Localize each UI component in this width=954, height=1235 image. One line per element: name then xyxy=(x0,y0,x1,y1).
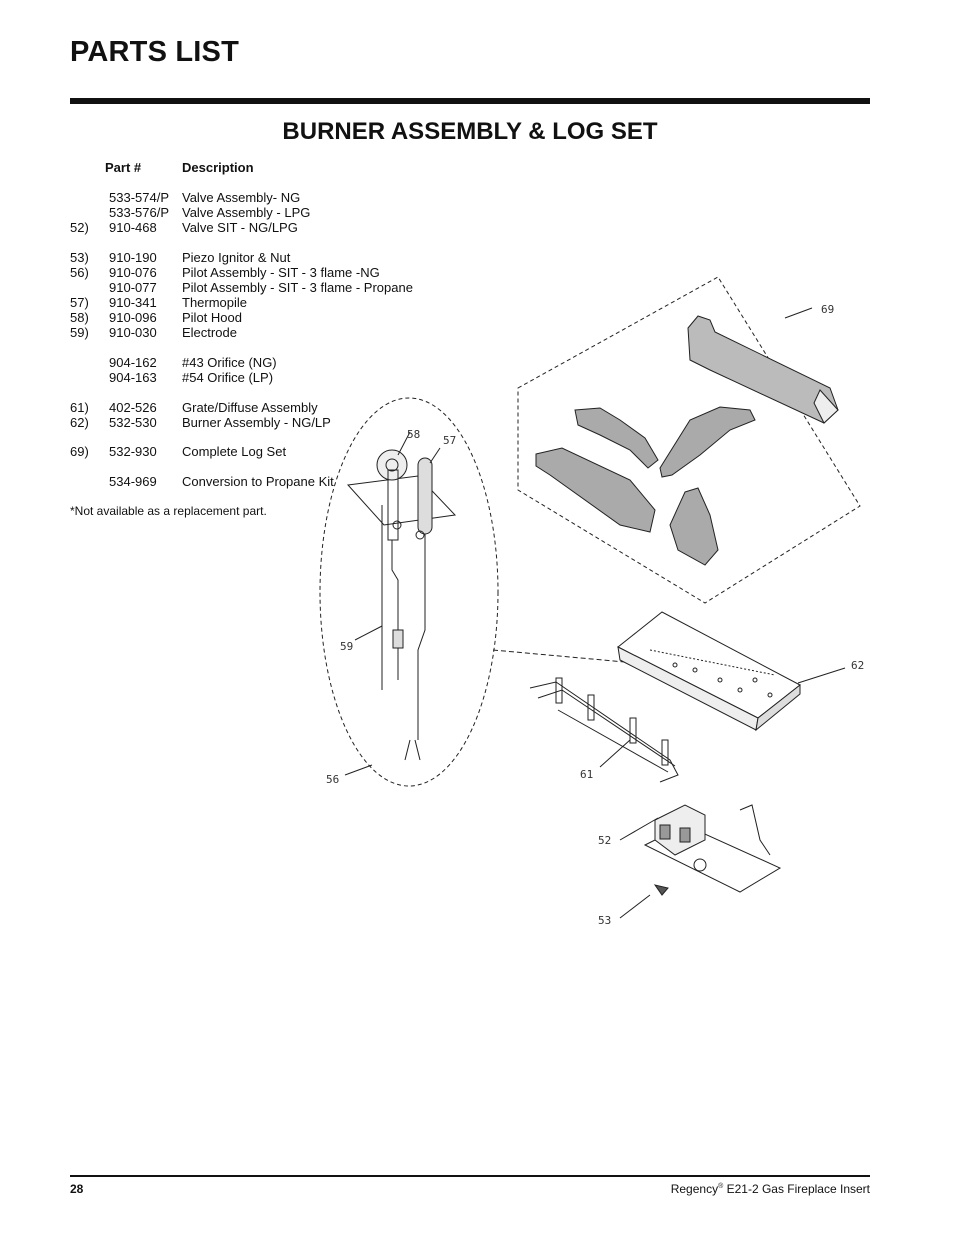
page-title: PARTS LIST xyxy=(70,36,240,68)
page-number: 28 xyxy=(70,1182,84,1196)
callout-56: 56 xyxy=(326,773,339,786)
row-part-number: 910-190 xyxy=(109,250,157,265)
row-description: Valve SIT - NG/LPG xyxy=(182,220,298,235)
row-part-number: 534-969 xyxy=(109,474,157,489)
row-part-number: 532-930 xyxy=(109,444,157,459)
log-lower-left xyxy=(535,447,656,533)
pilot-assembly-outline xyxy=(319,397,499,787)
pilot-assembly xyxy=(346,449,457,761)
footer-product-name: E21-2 Gas Fireplace Insert xyxy=(723,1182,870,1196)
registered-mark: ® xyxy=(718,1183,724,1190)
row-description: Conversion to Propane Kit xyxy=(182,474,334,489)
row-description: Pilot Assembly - SIT - 3 flame - Propane xyxy=(182,280,413,295)
row-index: 53) xyxy=(70,250,89,265)
header-description: Description xyxy=(182,160,254,175)
row-description: Pilot Assembly - SIT - 3 flame -NG xyxy=(182,265,380,280)
exploded-parts-diagram: 69 58 57 59 62 61 56 52 53 xyxy=(319,276,864,927)
row-part-number: 910-096 xyxy=(109,310,157,325)
row-description: Pilot Hood xyxy=(182,310,242,325)
row-part-number: 533-576/P xyxy=(109,205,169,220)
row-description: Valve Assembly- NG xyxy=(182,190,301,205)
section-title: BURNER ASSEMBLY & LOG SET xyxy=(282,118,658,145)
gas-valve xyxy=(643,804,782,896)
header-part-number: Part # xyxy=(105,160,142,175)
row-part-number: 910-077 xyxy=(109,280,157,295)
callout-62: 62 xyxy=(851,659,864,672)
row-part-number: 910-468 xyxy=(109,220,157,235)
callout-57: 57 xyxy=(443,434,456,447)
row-index: 57) xyxy=(70,295,89,310)
log-upper-left xyxy=(574,407,659,469)
row-index: 52) xyxy=(70,220,89,235)
log-set-outline xyxy=(517,276,861,604)
row-description: Burner Assembly - NG/LP xyxy=(182,415,331,430)
row-part-number: 910-076 xyxy=(109,265,157,280)
row-description: Grate/Diffuse Assembly xyxy=(182,400,318,415)
row-part-number: 533-574/P xyxy=(109,190,169,205)
footer-product: Regency® E21-2 Gas Fireplace Insert xyxy=(671,1182,870,1196)
log-center xyxy=(659,406,756,478)
grate-assembly xyxy=(529,677,679,783)
callout-69: 69 xyxy=(821,303,834,316)
footer-brand: Regency xyxy=(670,1182,719,1196)
row-part-number: 402-526 xyxy=(109,400,157,415)
row-part-number: 910-341 xyxy=(109,295,157,310)
row-description: Complete Log Set xyxy=(182,444,287,459)
callout-61: 61 xyxy=(580,768,593,781)
log-lower-right xyxy=(669,487,719,566)
row-description: Piezo Ignitor & Nut xyxy=(182,250,291,265)
row-part-number: 910-030 xyxy=(109,325,157,340)
callout-58: 58 xyxy=(407,428,420,441)
callout-59: 59 xyxy=(340,640,353,653)
row-index: 69) xyxy=(70,444,89,459)
row-description: #43 Orifice (NG) xyxy=(182,355,277,370)
row-description: Valve Assembly - LPG xyxy=(182,205,311,220)
row-description: Thermopile xyxy=(182,295,248,310)
top-rule xyxy=(70,98,870,104)
bottom-rule xyxy=(70,1175,870,1177)
row-index: 58) xyxy=(70,310,89,325)
burner-assembly xyxy=(617,611,801,732)
row-index: 59) xyxy=(70,325,89,340)
row-description: #54 Orifice (LP) xyxy=(182,370,274,385)
row-index: 56) xyxy=(70,265,89,280)
footnote: *Not available as a replacement part. xyxy=(70,504,267,518)
log-top-right xyxy=(687,315,839,424)
callout-53: 53 xyxy=(598,914,611,927)
row-description: Electrode xyxy=(182,325,237,340)
row-index: 61) xyxy=(70,400,89,415)
callout-52: 52 xyxy=(598,834,611,847)
row-part-number: 904-163 xyxy=(109,370,157,385)
row-part-number: 532-530 xyxy=(109,415,157,430)
row-part-number: 904-162 xyxy=(109,355,157,370)
row-index: 62) xyxy=(70,415,89,430)
burner-link-dashed xyxy=(492,649,626,663)
